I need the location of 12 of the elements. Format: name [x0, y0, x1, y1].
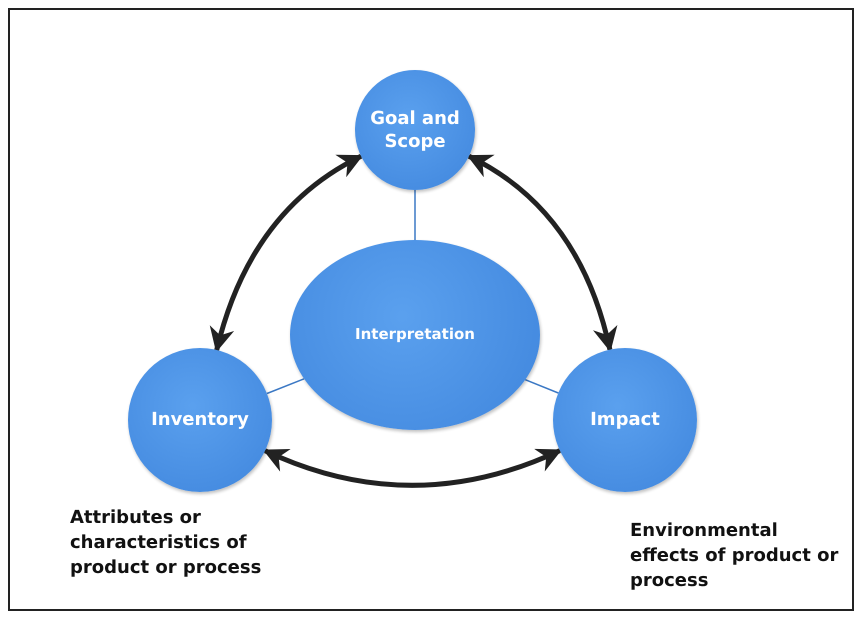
- stage-ellipse: Interpretation: [290, 240, 540, 430]
- connector-line: [414, 190, 416, 240]
- node-caption: Environmental effects of product or process: [630, 519, 840, 594]
- stage-circle: Impact: [553, 348, 697, 492]
- arrow: [466, 154, 617, 352]
- node-caption: Attributes or characteristics of product or process: [70, 506, 262, 580]
- stage-circle: Goal and Scope: [355, 70, 475, 190]
- stage-circle: Inventory: [128, 348, 272, 492]
- connector-line: [525, 379, 559, 394]
- arrow: [262, 448, 562, 488]
- arrow: [210, 154, 364, 352]
- connector-line: [266, 378, 304, 394]
